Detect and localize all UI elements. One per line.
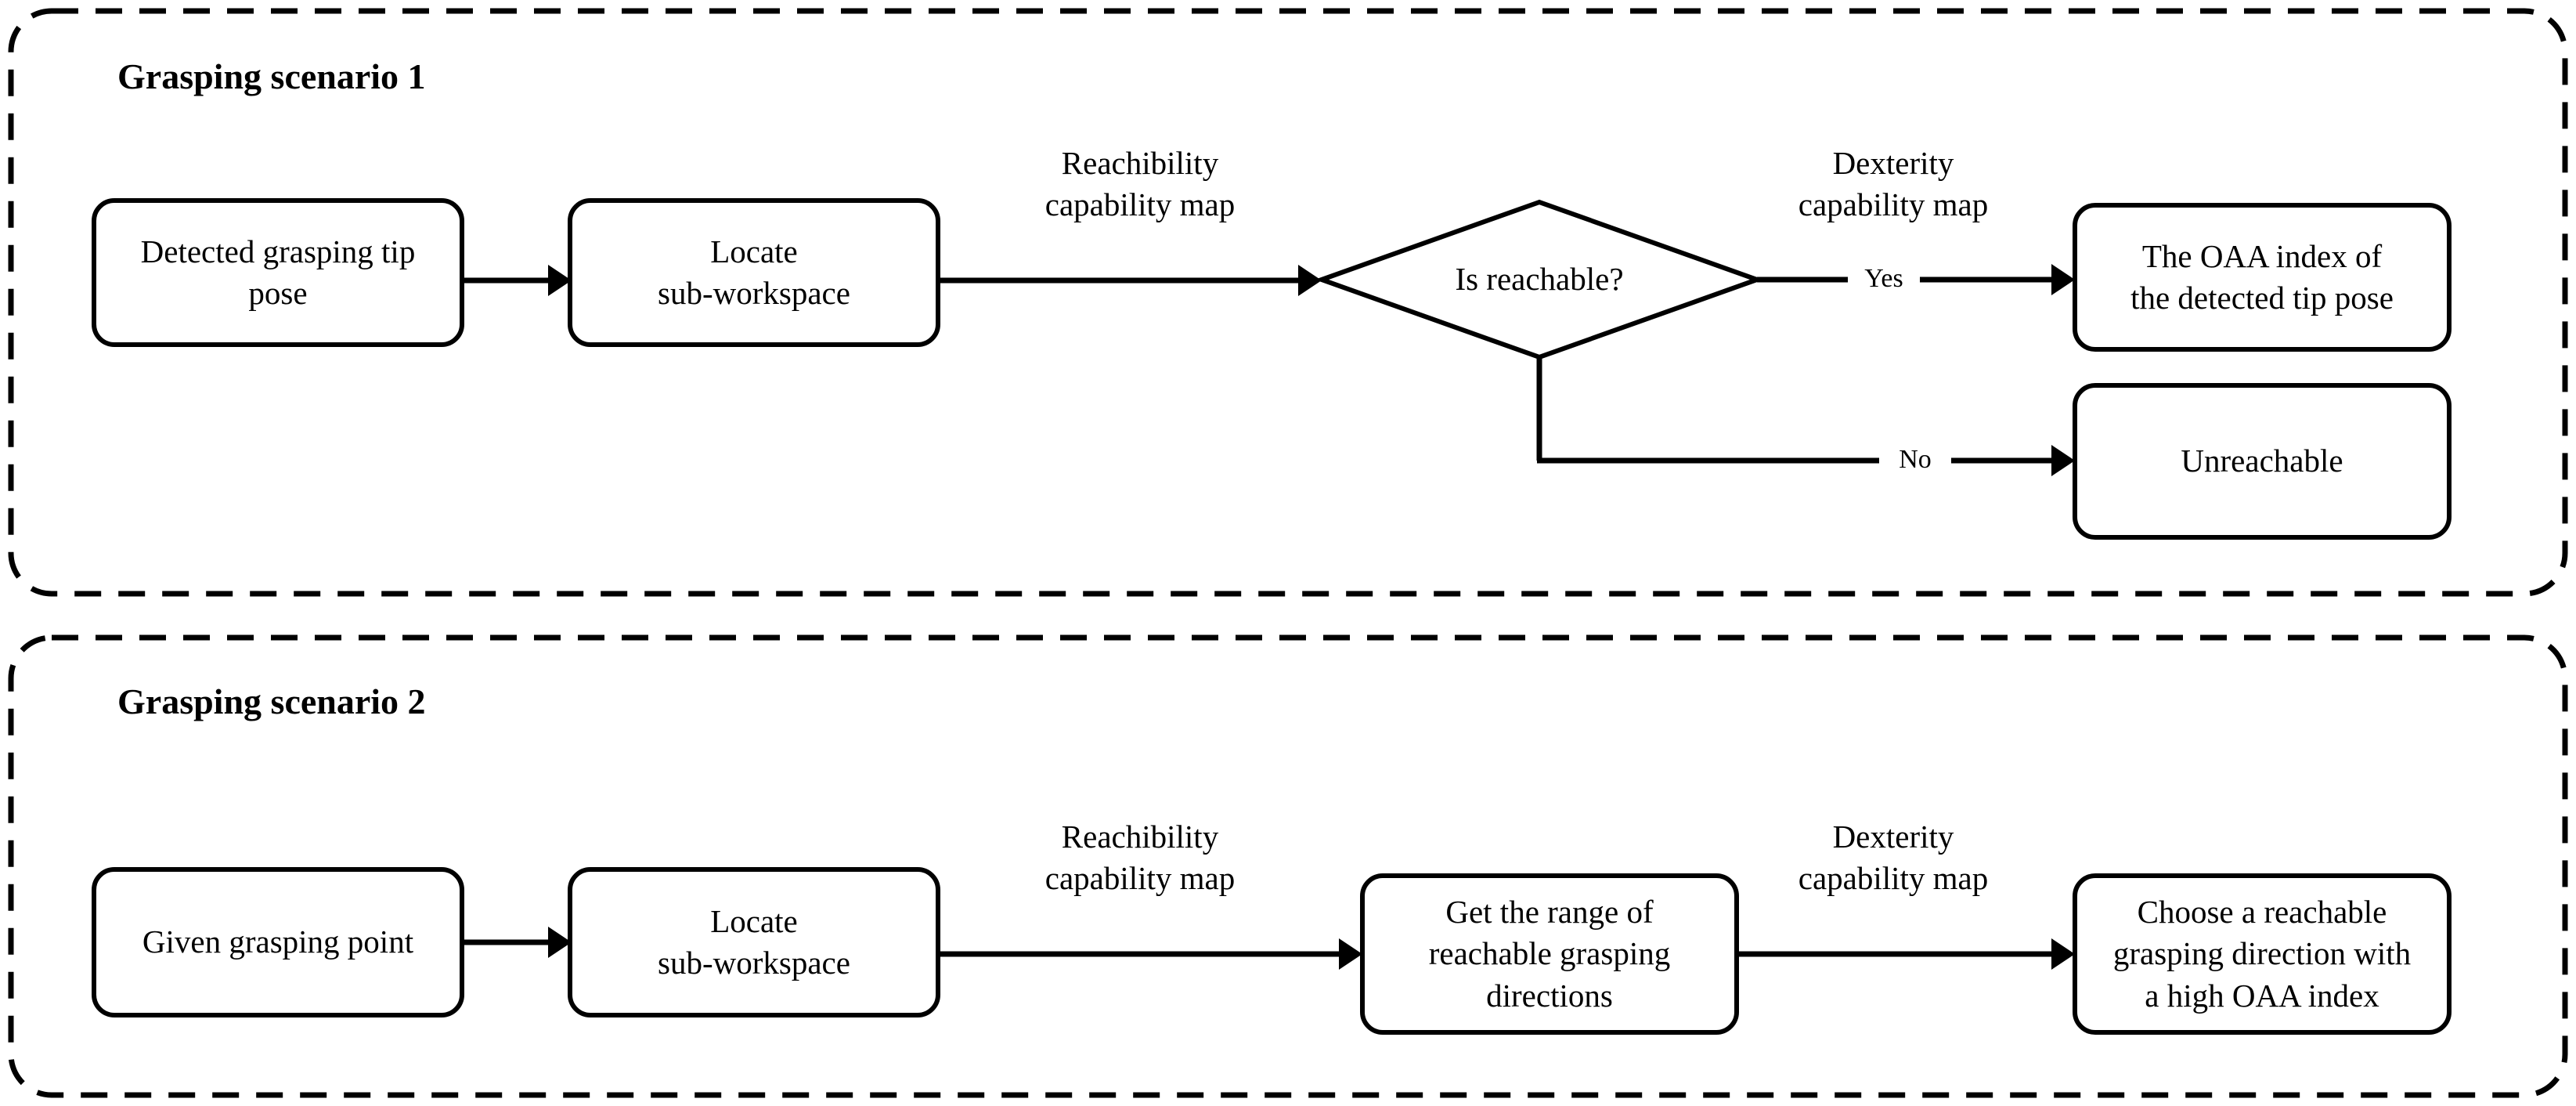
node-s1-locate-subworkspace[interactable]	[568, 198, 940, 347]
edge-label-s1-dexterity-map: Dexterity capability map	[1798, 145, 1989, 223]
branch-label-s1-yes: Yes	[1848, 262, 1920, 297]
edge-label-s2-dexterity-map: Dexterity capability map	[1798, 819, 1989, 897]
node-label-s2-locate-subworkspace: Locate sub-workspace	[658, 902, 850, 981]
edge-label-s1-reachibility-map: Reachibility capability map	[1044, 145, 1236, 223]
panel-title-scenario-2: Grasping scenario 2	[117, 681, 426, 721]
node-label-s1-detected-tip-pose: Detected grasping tip pose	[140, 233, 416, 311]
panel-title-scenario-1: Grasping scenario 1	[117, 56, 426, 96]
arrow-s1-locate-to-decision	[938, 265, 1322, 296]
node-s1-oaa-index[interactable]	[2073, 203, 2452, 352]
branch-label-s1-no: No	[1879, 443, 1951, 478]
node-label-s2-get-range: Get the range of reachable grasping dire…	[1428, 894, 1671, 1014]
node-label-s1-unreachable: Unreachable	[2181, 443, 2343, 479]
panel-border-scenario-1	[8, 8, 2568, 597]
node-label-s2-choose-direction: Choose a reachable grasping direction wi…	[2112, 894, 2412, 1014]
arrow-s2-point-to-locate	[462, 927, 572, 958]
node-label-s2-given-grasping-point: Given grasping point	[142, 923, 414, 960]
edge-label-s2-reachibility-map: Reachibility capability map	[1044, 819, 1236, 897]
arrow-s2-range-to-choose	[1737, 938, 2075, 970]
arrow-s1-no-branch	[1536, 357, 2075, 476]
node-label-s1-is-reachable: Is reachable?	[1455, 261, 1624, 298]
node-label-s1-locate-subworkspace: Locate sub-workspace	[658, 233, 850, 311]
arrow-s2-locate-to-range	[938, 938, 1362, 970]
node-label-s1-oaa-index: The OAA index of the detected tip pose	[2130, 237, 2394, 316]
arrow-s1-pose-to-locate	[462, 265, 572, 296]
panel-border-scenario-2	[8, 634, 2568, 1098]
node-s1-unreachable[interactable]	[2073, 383, 2452, 540]
node-s1-detected-tip-pose[interactable]	[92, 198, 464, 347]
